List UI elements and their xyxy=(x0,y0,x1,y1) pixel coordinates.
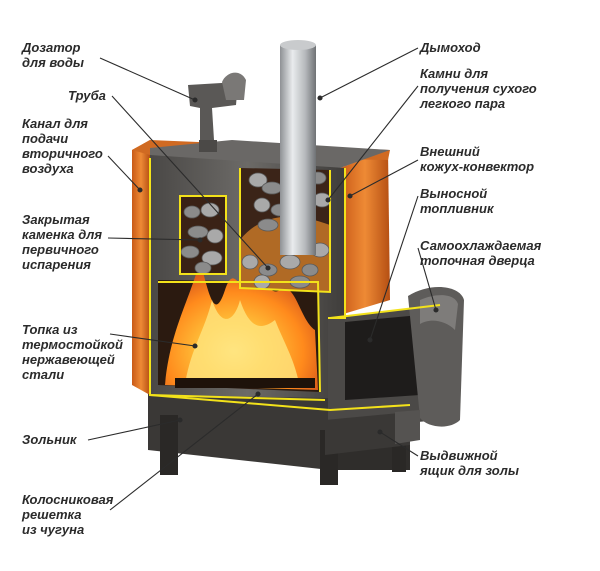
pointer-outer-casing-dot xyxy=(347,193,353,199)
ash-drawer xyxy=(325,410,420,455)
stone xyxy=(201,250,223,266)
pointer-closed-heater xyxy=(107,237,201,241)
pointer-firebox xyxy=(109,333,196,347)
stone xyxy=(187,225,209,239)
remote-firebox xyxy=(328,286,464,430)
pointer-self-cooling-door xyxy=(417,247,437,311)
stone xyxy=(279,254,301,270)
stone xyxy=(248,172,268,188)
pointer-self-cooling-door-dot xyxy=(433,307,439,313)
label-water-dispenser: Дозатор для воды xyxy=(22,40,84,70)
label-closed-heater: Закрытая каменка для первичного испарени… xyxy=(22,212,103,272)
stone xyxy=(180,245,200,259)
stone xyxy=(200,202,220,218)
pointer-secondary-air-channel-dot xyxy=(137,187,143,193)
pointer-dry-steam-stones-dot xyxy=(325,197,331,203)
chimney-pipe xyxy=(280,40,316,255)
stone xyxy=(301,263,319,277)
stone xyxy=(206,228,224,244)
label-pipe: Труба xyxy=(68,88,106,103)
pointer-closed-heater-dot xyxy=(197,237,203,243)
cutaway-outline xyxy=(149,158,441,412)
label-remote-firebox: Выносной топливник xyxy=(420,186,494,216)
pointer-dry-steam-stones xyxy=(327,85,419,201)
label-grate: Колосниковая решетка из чугуна xyxy=(22,492,114,537)
pointer-water-dispenser xyxy=(99,57,196,101)
pointer-chimney xyxy=(319,47,419,99)
stone xyxy=(194,261,212,275)
label-outer-casing: Внешний кожух-конвектор xyxy=(420,144,535,174)
pointer-pipe xyxy=(111,95,269,269)
stone xyxy=(241,254,259,270)
label-ash-drawer: Выдвижной ящик для золы xyxy=(420,448,519,478)
pointer-outer-casing xyxy=(349,159,419,197)
stones xyxy=(180,171,332,290)
stone xyxy=(261,181,283,195)
pointer-pipe-dot xyxy=(265,265,271,271)
pointer-ash-pit-dot xyxy=(177,417,183,423)
pointer-ash-drawer-dot xyxy=(377,429,383,435)
label-ash-pit: Зольник xyxy=(22,432,77,447)
pointer-secondary-air-channel xyxy=(107,155,141,191)
label-secondary-air-channel: Канал для подачи вторичного воздуха xyxy=(22,116,103,176)
label-firebox: Топка из термостойкой нержавеющей стали xyxy=(22,322,123,382)
pointer-firebox-dot xyxy=(192,343,198,349)
pointer-ash-pit xyxy=(87,419,181,441)
pointer-lines xyxy=(87,47,439,511)
stone xyxy=(183,205,201,219)
pointer-remote-firebox xyxy=(369,195,419,341)
pointer-water-dispenser-dot xyxy=(192,97,198,103)
stone xyxy=(257,218,279,232)
pointer-remote-firebox-dot xyxy=(367,337,373,343)
label-self-cooling-door: Самоохлаждаемая топочная дверца xyxy=(420,238,542,268)
pointer-grate xyxy=(109,393,259,511)
stone xyxy=(253,197,271,213)
label-dry-steam-stones: Камни для получения сухого легкого пара xyxy=(420,66,537,111)
firebox-cavity xyxy=(158,260,320,392)
pointer-ash-drawer xyxy=(379,431,419,457)
pointer-grate-dot xyxy=(255,391,261,397)
pointer-chimney-dot xyxy=(317,95,323,101)
water-dispenser xyxy=(188,72,246,152)
label-chimney: Дымоход xyxy=(420,40,481,55)
